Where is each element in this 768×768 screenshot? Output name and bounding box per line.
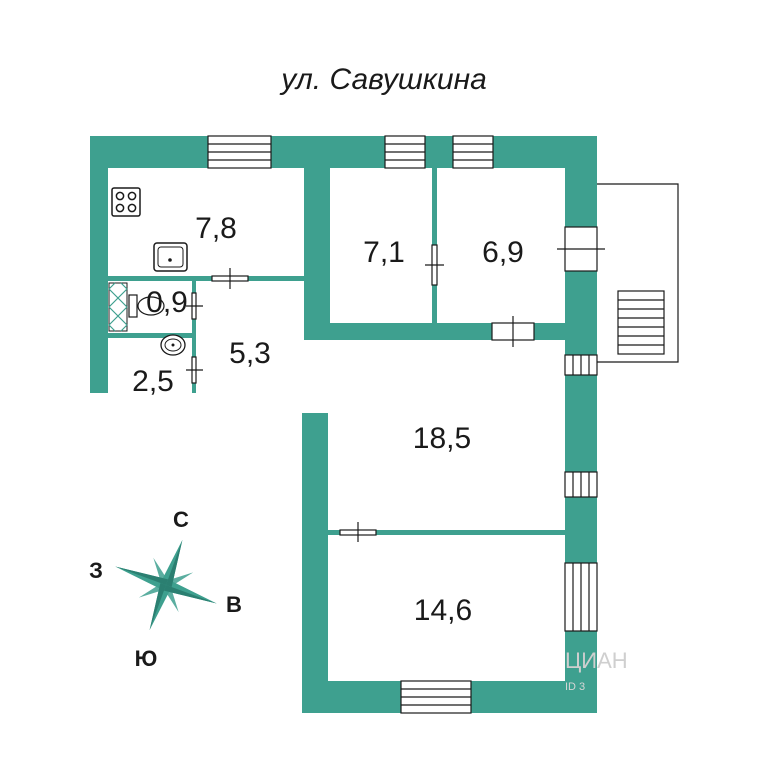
compass-east: В xyxy=(226,592,242,617)
living-room-floor xyxy=(328,340,565,530)
porch xyxy=(597,183,679,363)
room-area-toilet: 0,9 xyxy=(146,286,188,319)
door-bathroom xyxy=(186,356,203,384)
stove-icon xyxy=(111,187,141,217)
window-room-top-right xyxy=(452,135,494,169)
door-kitchen xyxy=(211,268,249,289)
watermark-sub: ID 3 xyxy=(565,681,585,693)
compass-west: З xyxy=(89,558,103,583)
ventilation-shaft xyxy=(108,282,128,332)
room-area-top-right: 6,9 xyxy=(482,236,524,269)
window-right-1 xyxy=(564,354,598,376)
door-room-bottom xyxy=(339,522,377,542)
window-room-top-middle xyxy=(384,135,426,169)
toilet-icon xyxy=(128,294,165,318)
door-room-top-middle xyxy=(425,244,444,286)
room-top-right-floor xyxy=(437,168,565,323)
kitchen-floor xyxy=(108,168,304,276)
room-area-bottom: 14,6 xyxy=(414,594,472,627)
room-area-hallway: 5,3 xyxy=(229,337,271,370)
room-top-middle-floor xyxy=(330,168,432,323)
door-balcony xyxy=(557,226,605,272)
window-kitchen xyxy=(207,135,272,169)
compass-rose-icon xyxy=(115,539,217,631)
stairs-icon xyxy=(617,290,665,355)
washbasin-icon xyxy=(160,334,186,356)
watermark: ЦИАН xyxy=(565,648,628,673)
window-right-2 xyxy=(564,471,598,498)
windows xyxy=(207,135,598,714)
room-area-living-room: 18,5 xyxy=(413,422,471,455)
hallway-floor xyxy=(196,281,304,413)
compass-south: Ю xyxy=(135,646,158,671)
room-area-kitchen: 7,8 xyxy=(195,212,237,245)
room-area-top-middle: 7,1 xyxy=(363,236,405,269)
sink-icon xyxy=(153,242,188,272)
window-bottom xyxy=(400,680,472,714)
window-right-3 xyxy=(564,562,598,632)
street-label: ул. Савушкина xyxy=(279,63,487,96)
room-area-bathroom: 2,5 xyxy=(132,365,174,398)
walls xyxy=(90,136,597,713)
compass-north: С xyxy=(173,507,189,532)
door-toilet xyxy=(186,292,203,320)
porch-outline xyxy=(597,183,679,363)
door-room-top-right xyxy=(491,316,535,347)
doors xyxy=(186,226,605,542)
room-bottom-floor xyxy=(328,535,565,681)
